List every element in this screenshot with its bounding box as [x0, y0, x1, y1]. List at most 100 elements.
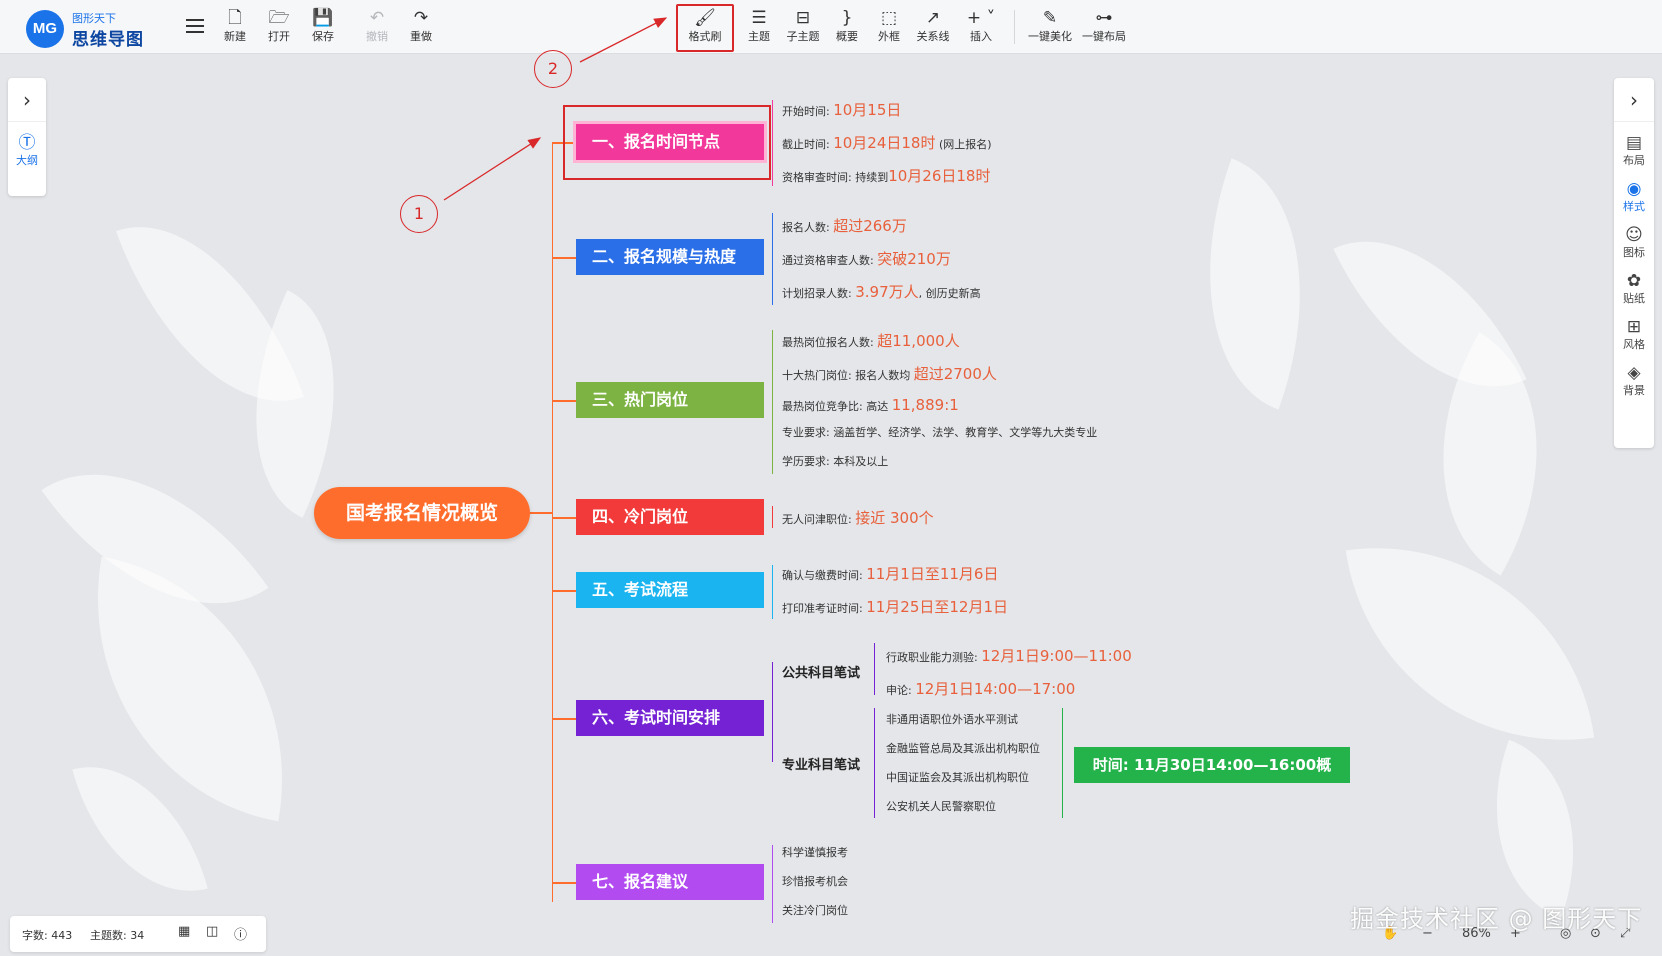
theme-style-button[interactable]: ⊞ 风格: [1614, 316, 1654, 352]
leaf-topic[interactable]: 金融监管总局及其派出机构职位: [886, 742, 1040, 755]
fullscreen-icon[interactable]: ⤢: [1620, 926, 1631, 941]
relation-line-button[interactable]: ↗ 关系线: [910, 6, 956, 50]
grid-icon: ⊞: [1626, 317, 1642, 337]
branch-connector: [552, 517, 576, 519]
leaf-topic[interactable]: 专业要求: 涵盖哲学、经济学、法学、教育学、文学等九大类专业: [782, 426, 1098, 439]
word-count: 字数: 443: [22, 929, 73, 942]
keyboard-icon[interactable]: ▦: [178, 924, 191, 939]
leaf-topic[interactable]: 珍惜报考机会: [782, 875, 848, 888]
style-panel-button[interactable]: ◉ 样式: [1614, 178, 1654, 214]
annotation-marker-1: 1: [400, 195, 438, 233]
leaf-topic[interactable]: 报名人数: 超过266万: [782, 217, 907, 235]
relation-icon: ↗: [925, 8, 941, 28]
leaf-topic[interactable]: 中国证监会及其派出机构职位: [886, 771, 1029, 784]
boundary-button[interactable]: ⬚ 外框: [866, 6, 912, 50]
outline-button[interactable]: Ⓣ 大纲: [8, 132, 46, 168]
branch-connector: [552, 257, 576, 259]
summary-bracket: [1062, 708, 1063, 818]
zoom-level[interactable]: 86%: [1462, 926, 1491, 941]
leaf-topic[interactable]: 科学谨慎报考: [782, 846, 848, 859]
leaf-topic[interactable]: 行政职业能力测验: 12月1日9:00—11:00: [886, 647, 1132, 665]
app-logo[interactable]: MG 图形天下 思维导图: [26, 8, 156, 50]
beautify-button[interactable]: ✎ 一键美化: [1024, 6, 1076, 50]
auto-layout-button[interactable]: ⊶ 一键布局: [1078, 6, 1130, 50]
magic-wand-icon: ✎: [1042, 8, 1058, 28]
leaf-bracket: [874, 708, 875, 818]
topic-count: 主题数: 34: [90, 929, 145, 942]
leaf-topic[interactable]: 非通用语职位外语水平测试: [886, 713, 1018, 726]
root-topic[interactable]: 国考报名情况概览: [314, 487, 530, 539]
leaf-topic[interactable]: 计划招录人数: 3.97万人, 创历史新高: [782, 283, 981, 301]
branch-hot-positions[interactable]: 三、热门岗位: [576, 382, 764, 418]
branch-exam-schedule[interactable]: 六、考试时间安排: [576, 700, 764, 736]
leaf-topic[interactable]: 开始时间: 10月15日: [782, 101, 902, 119]
leaf-topic[interactable]: 最热岗位竞争比: 高达 11,889:1: [782, 396, 959, 414]
leaf-bracket: [772, 845, 773, 923]
brush-icon: 🖌: [694, 8, 716, 28]
zoom-out-button[interactable]: −: [1422, 926, 1433, 941]
leaf-topic[interactable]: 截止时间: 10月24日18时 (网上报名): [782, 134, 992, 152]
leaf-bracket: [772, 506, 773, 528]
menu-icon[interactable]: [186, 19, 204, 33]
leaf-bracket: [772, 565, 773, 619]
logo-title: 思维导图: [72, 30, 144, 50]
expand-chevron-icon[interactable]: ›: [8, 78, 46, 122]
zoom-in-button[interactable]: +: [1510, 926, 1521, 941]
summary-topic[interactable]: 时间: 11月30日14:00—16:00概: [1074, 747, 1350, 783]
sub-topic-public[interactable]: 公共科目笔试: [782, 666, 861, 681]
root-connector: [530, 512, 552, 514]
target-icon[interactable]: ⊙: [1590, 926, 1601, 941]
branch-registration-time[interactable]: 一、报名时间节点: [576, 124, 764, 160]
leaf-topic[interactable]: 确认与缴费时间: 11月1日至11月6日: [782, 565, 999, 583]
toolbar-divider: [1014, 10, 1015, 44]
leaf-bracket: [772, 330, 773, 474]
right-sidebar: › ▤ 布局 ◉ 样式 ☺ 图标 ✿ 贴纸 ⊞ 风格 ◈ 背景: [1614, 78, 1654, 448]
info-icon[interactable]: ⓘ: [234, 928, 248, 943]
icon-panel-button[interactable]: ☺ 图标: [1614, 224, 1654, 260]
plus-icon: + ˅: [966, 8, 996, 28]
new-button[interactable]: 🗋 新建: [212, 6, 258, 50]
decor-leaf: [1345, 519, 1595, 769]
map-icon[interactable]: ◫: [206, 924, 219, 939]
summary-button[interactable]: } 概要: [824, 6, 870, 50]
sticker-panel-button[interactable]: ✿ 贴纸: [1614, 270, 1654, 306]
leaf-topic[interactable]: 资格审查时间: 持续到10月26日18时: [782, 167, 991, 185]
layout-icon: ⊶: [1095, 8, 1113, 28]
format-painter-button[interactable]: 🖌 格式刷: [676, 4, 734, 52]
leaf-topic[interactable]: 最热岗位报名人数: 超11,000人: [782, 332, 960, 350]
leaf-topic[interactable]: 十大热门岗位: 报名人数均 超过2700人: [782, 365, 997, 383]
hand-icon[interactable]: ✋: [1382, 926, 1399, 941]
subtopic-button[interactable]: ⊟ 子主题: [780, 6, 826, 50]
layout-panel-button[interactable]: ▤ 布局: [1614, 132, 1654, 168]
redo-button[interactable]: ↷ 重做: [398, 6, 444, 50]
zoom-controls: ✋ − 86% + ◎ ⊙ ⤢: [1370, 920, 1654, 950]
insert-button[interactable]: + ˅ 插入: [958, 6, 1004, 50]
sub-topic-professional[interactable]: 专业科目笔试: [782, 758, 861, 773]
undo-button[interactable]: ↶ 撤销: [354, 6, 400, 50]
branch-connector: [552, 718, 576, 720]
topic-button[interactable]: ☰ 主题: [736, 6, 782, 50]
folder-icon: 🗁: [268, 8, 290, 28]
branch-cold-positions[interactable]: 四、冷门岗位: [576, 499, 764, 535]
palette-icon: ◉: [1626, 179, 1642, 199]
background-panel-button[interactable]: ◈ 背景: [1614, 362, 1654, 398]
leaf-topic[interactable]: 打印准考证时间: 11月25日至12月1日: [782, 598, 1009, 616]
branch-exam-process[interactable]: 五、考试流程: [576, 572, 764, 608]
boundary-icon: ⬚: [880, 8, 898, 28]
branch-advice[interactable]: 七、报名建议: [576, 864, 764, 900]
leaf-bracket: [772, 662, 773, 762]
save-button[interactable]: 💾 保存: [300, 6, 346, 50]
locate-icon[interactable]: ◎: [1560, 926, 1572, 941]
leaf-bracket: [772, 100, 773, 186]
open-button[interactable]: 🗁 打开: [256, 6, 302, 50]
leaf-topic[interactable]: 通过资格审查人数: 突破210万: [782, 250, 951, 268]
branch-registration-scale[interactable]: 二、报名规模与热度: [576, 239, 764, 275]
mindmap-canvas[interactable]: [0, 54, 1662, 956]
expand-chevron-icon[interactable]: ›: [1614, 78, 1654, 122]
leaf-topic[interactable]: 学历要求: 本科及以上: [782, 455, 889, 468]
leaf-topic[interactable]: 申论: 12月1日14:00—17:00: [886, 680, 1076, 698]
leaf-topic[interactable]: 关注冷门岗位: [782, 904, 848, 917]
leaf-topic[interactable]: 公安机关人民警察职位: [886, 800, 996, 813]
leaf-topic[interactable]: 无人问津职位: 接近 300个: [782, 509, 934, 527]
leaf-bracket: [772, 213, 773, 305]
